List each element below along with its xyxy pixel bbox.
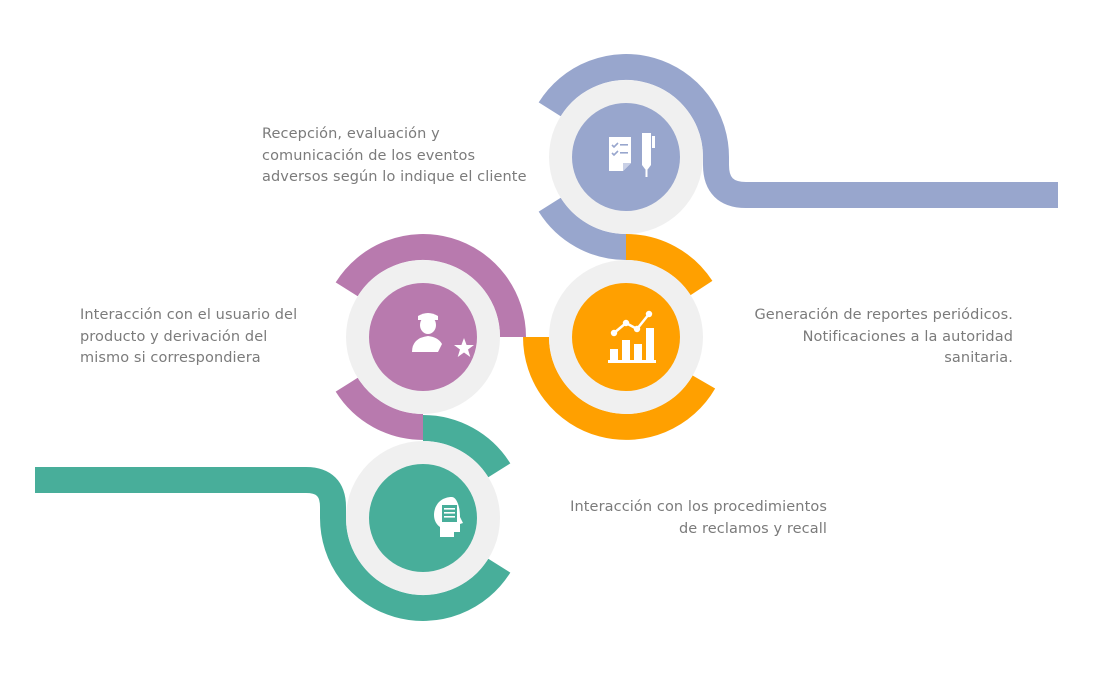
orange-arc-bottom (523, 336, 716, 440)
step-reports-text: Generación de reportes periódicos. Notif… (754, 305, 1013, 370)
text-line: sanitaria. (944, 350, 1013, 366)
text-line: Interacción con los procedimientos (570, 499, 827, 515)
chart-growth-icon (608, 310, 656, 363)
text-line: Interacción con el usuario del (80, 307, 298, 323)
step-user-text: Interacción con el usuario del producto … (80, 305, 297, 370)
teal-arc-top (422, 415, 511, 478)
text-line: adversos según lo indique el cliente (262, 169, 527, 185)
text-line: Generación de reportes periódicos. (754, 307, 1013, 323)
head-document-icon (434, 497, 463, 537)
step-complaints-text: Interacción con los procedimientos de re… (570, 497, 827, 540)
purple-arc-bottom (335, 377, 424, 440)
user-star-icon (412, 313, 474, 357)
node-reception (549, 80, 703, 234)
text-line: Recepción, evaluación y (262, 126, 440, 142)
purple-arc-top (335, 234, 526, 338)
text-line: producto y derivación del (80, 328, 268, 345)
text-line: comunicación de los eventos (262, 147, 476, 164)
teal-arc-bottom-with-tail (35, 467, 511, 621)
blue-arc-top-with-tail (538, 54, 1058, 208)
text-line: mismo si correspondiera (80, 350, 261, 366)
checklist-pen-icon (609, 133, 655, 177)
step-reception-text: Recepción, evaluación y comunicación de … (262, 124, 527, 189)
node-user (346, 260, 500, 414)
node-complaints (346, 441, 500, 595)
text-line: Notificaciones a la autoridad (802, 328, 1013, 345)
blue-arc-bottom (538, 197, 627, 260)
node-reports (549, 260, 703, 414)
text-line: de reclamos y recall (678, 520, 827, 537)
orange-arc-top (625, 234, 713, 296)
